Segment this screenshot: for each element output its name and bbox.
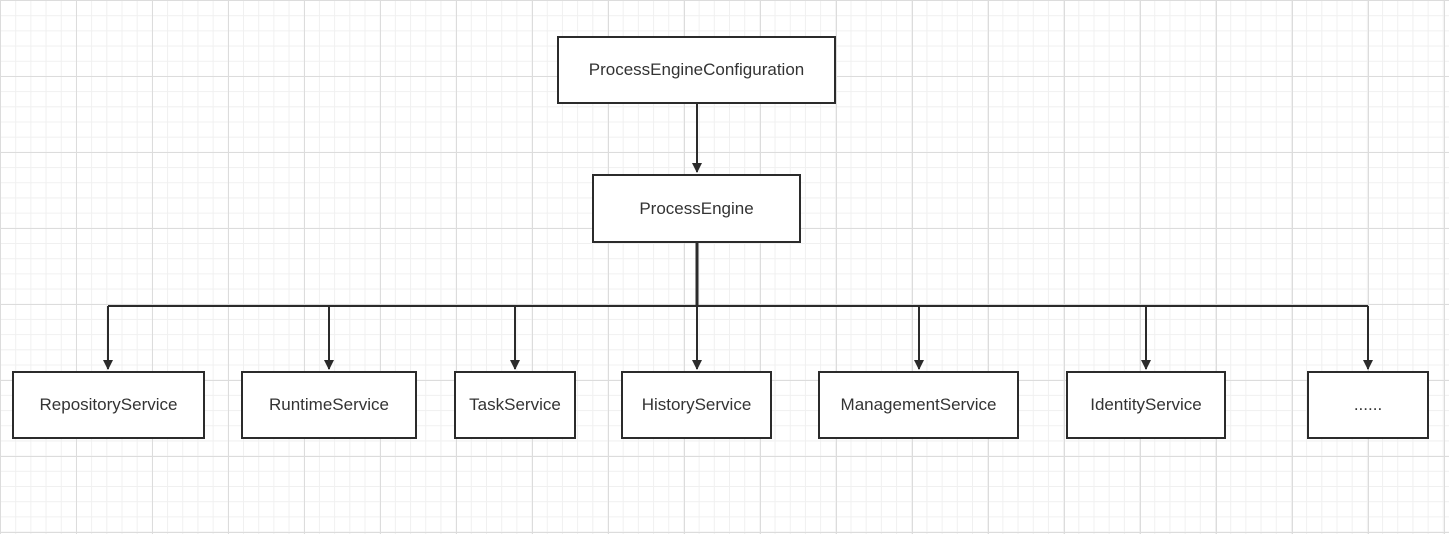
- node-identity-service[interactable]: IdentityService: [1066, 371, 1226, 439]
- node-runtime-service[interactable]: RuntimeService: [241, 371, 417, 439]
- node-label: TaskService: [469, 395, 561, 414]
- node-label: ProcessEngine: [639, 198, 754, 218]
- node-repository-service[interactable]: RepositoryService: [12, 371, 205, 439]
- node-history-service[interactable]: HistoryService: [621, 371, 772, 439]
- node-label: RepositoryService: [39, 395, 178, 414]
- node-label: HistoryService: [641, 395, 752, 414]
- node-management-service[interactable]: ManagementService: [818, 371, 1019, 439]
- node-process-engine[interactable]: ProcessEngine: [592, 174, 801, 243]
- node-more-services[interactable]: ......: [1307, 371, 1429, 439]
- node-label: ......: [1353, 395, 1383, 414]
- node-label: ProcessEngineConfiguration: [588, 60, 805, 79]
- node-task-service[interactable]: TaskService: [454, 371, 576, 439]
- node-label: RuntimeService: [269, 395, 389, 414]
- node-process-engine-configuration[interactable]: ProcessEngineConfiguration: [557, 36, 836, 104]
- node-label: IdentityService: [1090, 395, 1202, 414]
- node-label: ManagementService: [840, 395, 997, 414]
